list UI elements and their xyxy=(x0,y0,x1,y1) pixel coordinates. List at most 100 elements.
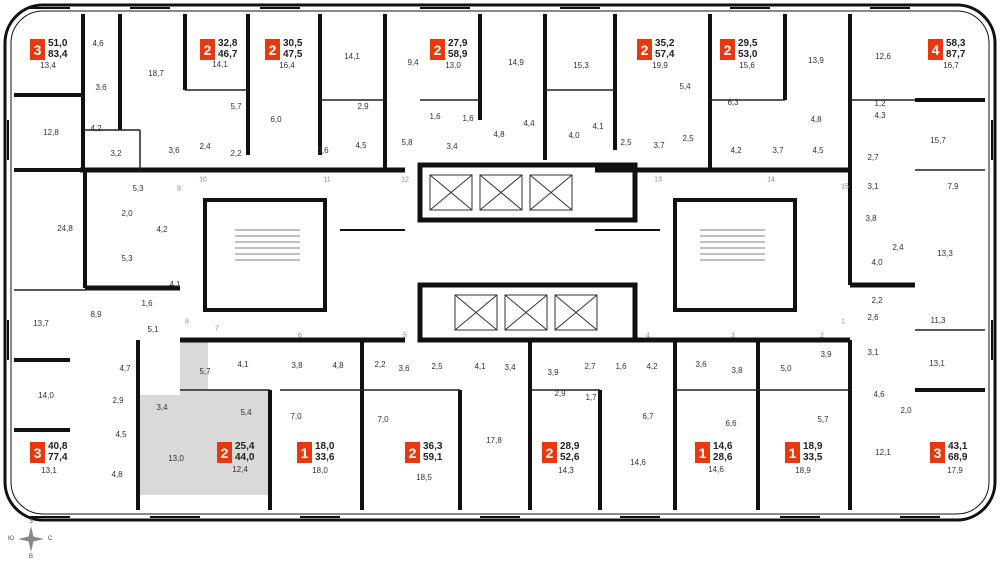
room-area: 3,6 xyxy=(398,364,410,373)
room-area: 5,4 xyxy=(679,82,691,91)
rooms-count: 3 xyxy=(930,442,945,463)
rooms-count: 4 xyxy=(928,39,943,60)
room-area: 2,2 xyxy=(374,360,386,369)
room-area: 13,1 xyxy=(41,466,57,475)
total-area: 33,6 xyxy=(315,451,335,463)
living-area: 40,8 xyxy=(48,441,68,452)
room-area: 6,6 xyxy=(725,419,737,428)
compass-south: В xyxy=(28,554,34,560)
room-area: 4,8 xyxy=(810,115,822,124)
room-area: 7,9 xyxy=(947,182,959,191)
door-number: 2 xyxy=(820,332,824,340)
rooms-count: 2 xyxy=(217,442,232,463)
room-area: 4,7 xyxy=(119,364,131,373)
door-number: 14 xyxy=(767,176,775,184)
living-area: 25,4 xyxy=(235,441,255,452)
room-area: 13,1 xyxy=(929,359,945,368)
room-area: 3,9 xyxy=(547,368,559,377)
total-area: 87,7 xyxy=(946,48,966,60)
door-number: 10 xyxy=(199,176,207,184)
rooms-count: 2 xyxy=(405,442,420,463)
rooms-count: 2 xyxy=(200,39,215,60)
room-area: 4,1 xyxy=(237,360,249,369)
door-number: 5 xyxy=(403,332,407,340)
room-area: 1,6 xyxy=(429,112,441,121)
living-area: 35,2 xyxy=(655,38,675,49)
room-area: 3,6 xyxy=(317,146,329,155)
rooms-count: 2 xyxy=(265,39,280,60)
room-area: 4,3 xyxy=(874,111,886,120)
room-area: 18,7 xyxy=(148,69,164,78)
living-area: 14,6 xyxy=(713,441,733,452)
room-area: 12,8 xyxy=(43,128,59,137)
room-area: 4,8 xyxy=(111,470,123,479)
room-area: 14,6 xyxy=(630,458,646,467)
room-area: 1,6 xyxy=(615,362,627,371)
inner-walls xyxy=(14,89,985,391)
room-area: 14,1 xyxy=(212,60,228,69)
room-area: 4,2 xyxy=(156,225,168,234)
door-number: 13 xyxy=(654,176,662,184)
room-area: 3,4 xyxy=(446,142,458,151)
room-area: 4,8 xyxy=(332,361,344,370)
room-area: 17,9 xyxy=(947,466,963,475)
room-area: 13,4 xyxy=(40,61,56,70)
room-area: 3,8 xyxy=(291,361,303,370)
room-area: 19,9 xyxy=(652,61,668,70)
building-core xyxy=(203,162,797,343)
room-area: 4,8 xyxy=(493,130,505,139)
rooms-count: 3 xyxy=(30,442,45,463)
living-area: 43,1 xyxy=(948,441,968,452)
total-area: 57,4 xyxy=(655,48,675,60)
room-area: 13,0 xyxy=(168,454,184,463)
room-area: 17,8 xyxy=(486,436,502,445)
room-area: 2,9 xyxy=(112,396,124,405)
rooms-count: 2 xyxy=(542,442,557,463)
room-area: 7,0 xyxy=(377,415,389,424)
total-area: 44,0 xyxy=(235,451,255,463)
door-number: 12 xyxy=(401,176,409,184)
room-area: 4,1 xyxy=(592,122,604,131)
door-number: 15 xyxy=(841,183,849,191)
room-area: 12,6 xyxy=(875,52,891,61)
room-area: 4,6 xyxy=(873,390,885,399)
room-area: 6,3 xyxy=(727,98,739,107)
room-area: 13,7 xyxy=(33,319,49,328)
total-area: 59,1 xyxy=(423,451,443,463)
room-area: 1,6 xyxy=(462,114,474,123)
room-area: 14,0 xyxy=(38,391,54,400)
living-area: 36,3 xyxy=(423,441,443,452)
room-area: 4,1 xyxy=(474,362,486,371)
compass-north: З xyxy=(29,519,33,525)
room-area: 3,2 xyxy=(110,149,122,158)
room-area: 15,3 xyxy=(573,61,589,70)
room-area: 4,0 xyxy=(871,258,883,267)
door-number: 11 xyxy=(323,176,331,184)
room-area: 13,9 xyxy=(808,56,824,65)
rooms-count: 2 xyxy=(430,39,445,60)
room-area: 14,9 xyxy=(508,58,524,67)
total-area: 58,9 xyxy=(448,48,468,60)
room-area: 2,0 xyxy=(900,406,912,415)
room-area: 4,5 xyxy=(812,146,824,155)
compass-east: С xyxy=(47,536,53,542)
room-area: 14,3 xyxy=(558,466,574,475)
room-area: 2,2 xyxy=(230,149,242,158)
room-area: 2,9 xyxy=(554,389,566,398)
